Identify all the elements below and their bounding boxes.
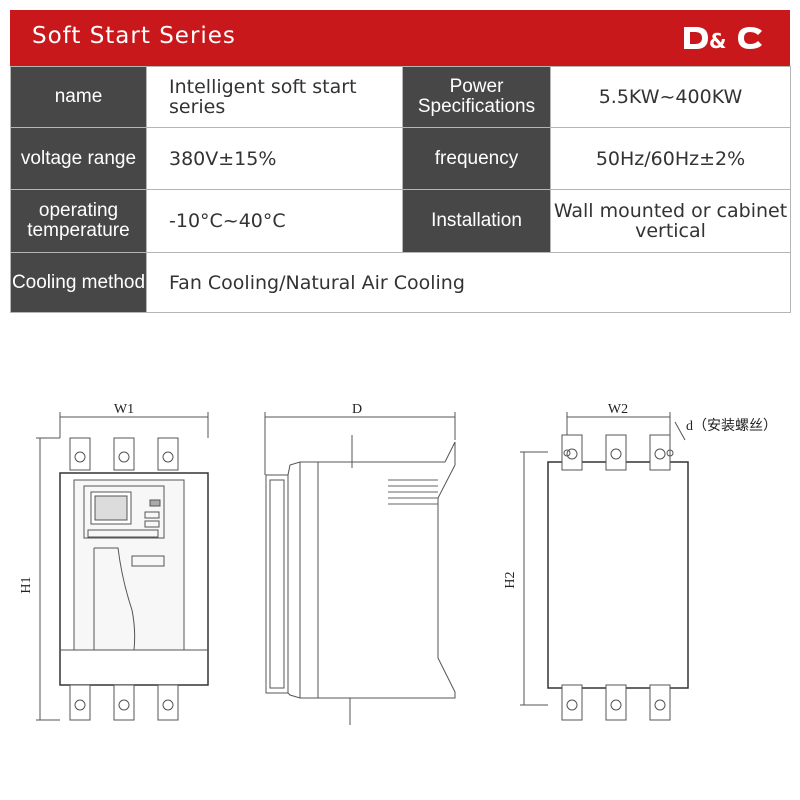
h1-label: H1 <box>19 576 34 593</box>
front-view <box>36 412 209 721</box>
header-bar: Soft Start Series & <box>10 10 790 66</box>
d-label: D <box>352 402 362 417</box>
cooling-value: Fan Cooling/Natural Air Cooling <box>146 252 791 313</box>
dimension-drawing: W1 H1 D W2 H2 d（安装螺丝） <box>19 402 777 725</box>
voltage-value: 380V±15% <box>146 127 403 190</box>
frequency-value: 50Hz/60Hz±2% <box>550 127 791 190</box>
temperature-label: operating temperature <box>10 189 147 253</box>
back-view <box>520 412 689 721</box>
temperature-value: -10°C~40°C <box>146 189 403 253</box>
side-view <box>264 412 456 725</box>
name-value: Intelligent soft start series <box>146 66 403 128</box>
page-title: Soft Start Series <box>32 23 236 49</box>
cooling-label: Cooling method <box>10 252 147 313</box>
h2-label: H2 <box>503 571 518 588</box>
power-value: 5.5KW~400KW <box>550 66 791 128</box>
installation-value: Wall mounted or cabinet vertical <box>550 189 791 253</box>
svg-text:&: & <box>709 29 726 51</box>
w2-label: W2 <box>608 402 628 417</box>
screw-note: d（安装螺丝） <box>686 418 777 434</box>
brand-logo: & <box>684 27 762 51</box>
spec-table: name Intelligent soft start series Power… <box>10 66 791 313</box>
power-label: Power Specifications <box>402 66 551 128</box>
voltage-label: voltage range <box>10 127 147 190</box>
frequency-label: frequency <box>402 127 551 190</box>
w1-label: W1 <box>114 402 134 417</box>
installation-label: Installation <box>402 189 551 253</box>
name-label: name <box>10 66 147 128</box>
